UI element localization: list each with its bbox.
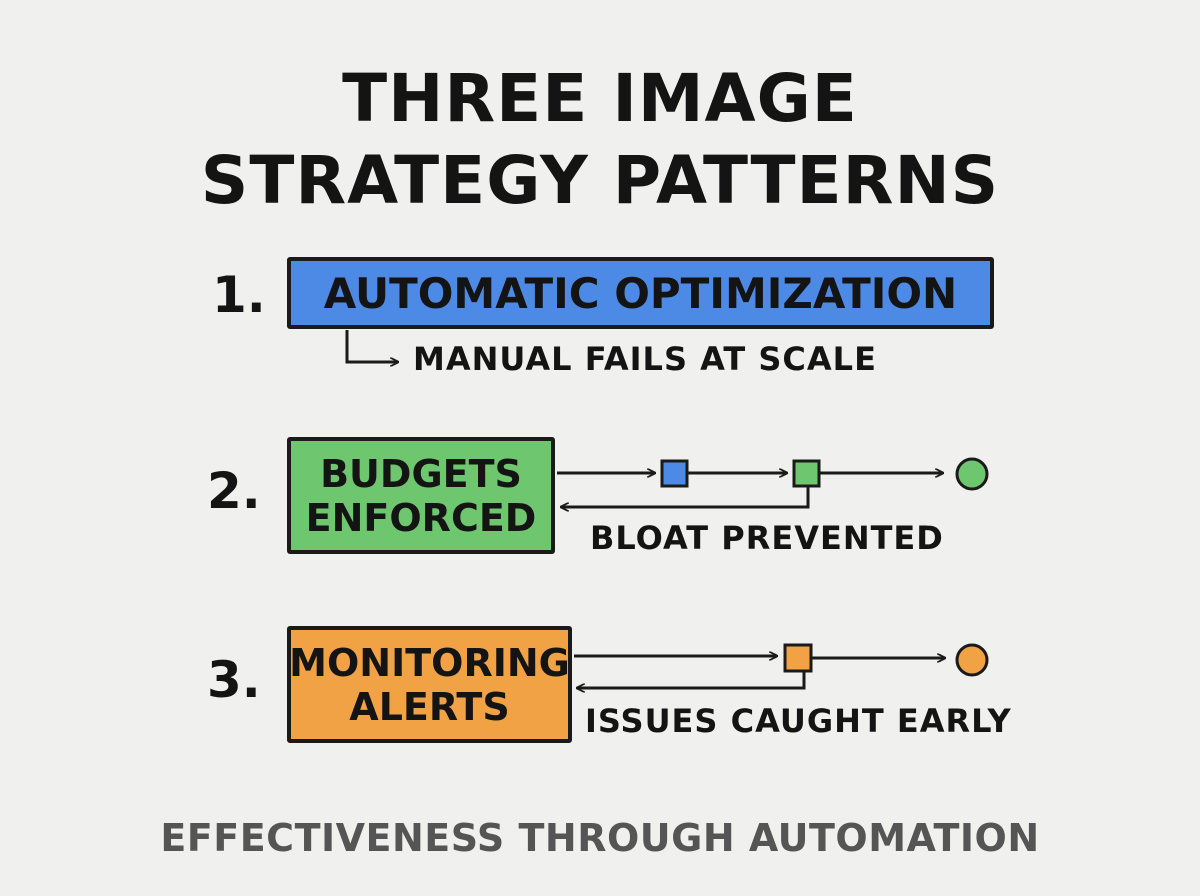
pattern-3-box: MONITORING ALERTS bbox=[287, 626, 572, 743]
pattern-2-number: 2. bbox=[207, 462, 261, 520]
title-line-2: STRATEGY PATTERNS bbox=[200, 142, 1000, 219]
pattern-2-node-1-square-icon bbox=[660, 459, 689, 488]
pattern-2-node-2-square-icon bbox=[792, 459, 821, 488]
pattern-3-node-1-square-icon bbox=[783, 643, 813, 673]
pattern-2-note: BLOAT PREVENTED bbox=[590, 519, 944, 557]
pattern-3-label-line-1: MONITORING bbox=[289, 640, 570, 685]
pattern-3-number: 3. bbox=[207, 651, 261, 709]
pattern-3-note: ISSUES CAUGHT EARLY bbox=[585, 702, 1012, 740]
pattern-1-elbow-arrow bbox=[345, 330, 398, 362]
pattern-3-label-line-2: ALERTS bbox=[349, 684, 510, 729]
pattern-1-label: AUTOMATIC OPTIMIZATION bbox=[323, 268, 958, 318]
pattern-3-end-circle-icon bbox=[955, 643, 989, 677]
diagram-title: THREE IMAGE STRATEGY PATTERNS bbox=[0, 58, 1200, 222]
pattern-1-number: 1. bbox=[212, 266, 266, 324]
pattern-2-box: BUDGETS ENFORCED bbox=[287, 437, 555, 554]
pattern-3-feedback-arrow bbox=[577, 672, 806, 688]
pattern-2-label-line-1: BUDGETS bbox=[320, 451, 522, 496]
pattern-1-box: AUTOMATIC OPTIMIZATION bbox=[287, 257, 994, 329]
pattern-2-end-circle-icon bbox=[955, 457, 989, 491]
title-line-1: THREE IMAGE bbox=[342, 60, 858, 137]
pattern-1-note: MANUAL FAILS AT SCALE bbox=[413, 340, 877, 378]
pattern-2-feedback-arrow bbox=[561, 487, 810, 507]
pattern-2-label-line-2: ENFORCED bbox=[305, 495, 537, 540]
footer-caption: EFFECTIVENESS THROUGH AUTOMATION bbox=[160, 816, 1040, 860]
